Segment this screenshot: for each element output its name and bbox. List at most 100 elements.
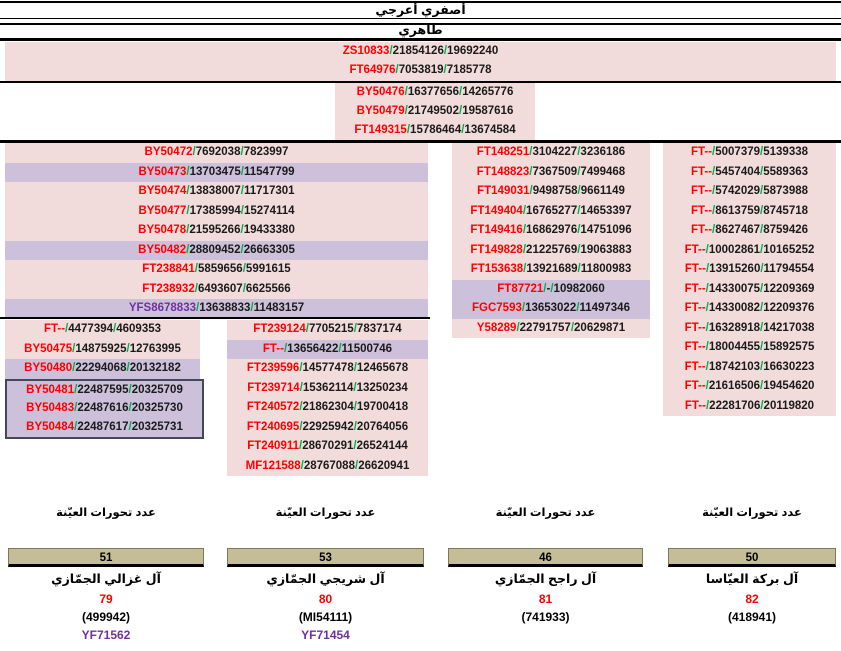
variant-row: FT--/14330082/12209376 (663, 299, 836, 319)
slash: / (72, 342, 76, 355)
slash: / (299, 401, 303, 413)
variant-id: FT-- (684, 399, 706, 412)
variant-pos-1: 22925942 (302, 420, 354, 433)
variant-pos-1: 15362114 (302, 381, 354, 394)
slash: / (299, 362, 303, 374)
variant-id: Y58289 (476, 321, 517, 334)
variant-id: FT-- (684, 282, 706, 295)
variant-id: BY50474 (138, 185, 187, 197)
slash: / (577, 243, 581, 256)
variant-pos-1: 22487616 (77, 402, 129, 415)
variant-id: FT-- (684, 360, 706, 373)
slash: / (389, 44, 393, 57)
slash: / (570, 321, 575, 334)
variant-row: BY50481/22487595/20325709 (7, 381, 202, 400)
slash: / (705, 380, 709, 392)
slash: / (760, 146, 764, 158)
variant-id: FT-- (690, 224, 713, 236)
variant-row: YFS8678833/13638833/11483157 (5, 299, 428, 319)
variant-pos-1: 8613759 (715, 204, 761, 217)
variant-id: FT238932 (142, 282, 195, 295)
variant-row: Y58289/22791757/20629871 (452, 318, 650, 338)
variant-pos-2: 10165252 (763, 243, 815, 256)
slash: / (705, 399, 710, 412)
slash: / (577, 263, 581, 275)
slash: / (353, 420, 357, 433)
variant-id: FT-- (684, 243, 706, 256)
variant-pos-2: 16630223 (763, 360, 815, 373)
slash: / (705, 243, 709, 256)
slash: / (522, 204, 527, 217)
variant-pos-1: 21616506 (708, 380, 761, 392)
variant-pos-1: 22487595 (77, 383, 129, 396)
variant-pos-2: 19692240 (447, 44, 499, 57)
slash: / (240, 146, 244, 158)
variant-pos-1: 5742029 (715, 185, 761, 197)
variant-pos-1: 14330082 (708, 302, 761, 314)
variant-row: FT149416/16862976/14751096 (452, 221, 650, 241)
slash: / (240, 185, 244, 197)
variant-pos-1: 21595266 (189, 224, 241, 236)
slash: / (712, 185, 716, 197)
slash: / (240, 243, 244, 256)
slash: / (521, 302, 526, 314)
slash: / (705, 302, 709, 314)
variant-row: FT239714/15362114/13250234 (227, 378, 428, 398)
variant-pos-2: 7499468 (580, 165, 626, 178)
sample-group-4: عدد تحورات العيّنة 50 آل بركة العيّاسا 8… (668, 505, 836, 650)
slash: / (712, 146, 716, 158)
variant-pos-2: 19454620 (763, 380, 815, 392)
top-border-line (0, 1, 841, 3)
family-name: آل غزالي الجمّازي (51, 572, 161, 586)
variant-pos-1: 13915260 (709, 263, 761, 275)
slash: / (760, 165, 764, 178)
slash: / (186, 224, 190, 236)
variant-id: FT149031 (477, 185, 530, 197)
slash: / (705, 341, 709, 353)
variant-id: FT240695 (246, 420, 300, 433)
variant-row: ZS10833/21854126/19692240 (5, 42, 836, 62)
variant-id: FT-- (43, 323, 66, 335)
slash: / (712, 224, 716, 236)
slash: / (186, 185, 190, 197)
slash: / (516, 321, 520, 334)
variant-row: BY50484/22487617/20325731 (7, 418, 202, 437)
variant-pos-1: 28767088 (303, 459, 355, 472)
variant-pos-1: 13838007 (189, 185, 241, 197)
variant-pos-2: 4609353 (116, 323, 162, 335)
variant-pos-2: 8759426 (763, 224, 809, 236)
slash: / (186, 243, 190, 256)
variant-pos-1: 16328918 (708, 321, 761, 334)
variant-pos-2: 19063883 (580, 243, 632, 256)
variant-id: FT240572 (246, 401, 300, 413)
variant-pos-2: 12763995 (129, 342, 181, 355)
variant-pos-1: 16765277 (526, 204, 578, 217)
slash: / (72, 362, 76, 374)
variant-row: BY50474/13838007/11717301 (5, 182, 428, 202)
sample-number: 80 (318, 592, 333, 606)
slash: / (712, 204, 716, 217)
yfull-id: YF71454 (301, 628, 350, 642)
mutation-count-label: عدد تحورات العيّنة (56, 507, 156, 519)
variant-id: FT148251 (476, 146, 530, 158)
variant-row: BY50473/13703475/11547799 (5, 162, 428, 182)
mutation-count-value: 46 (448, 548, 643, 567)
kit-number: (MI54111) (298, 610, 353, 624)
mutation-count-label: عدد تحورات العيّنة (495, 507, 596, 519)
variant-row: FT--/8627467/8759426 (663, 221, 836, 241)
slash: / (240, 224, 244, 236)
slash: / (353, 401, 357, 413)
slash: / (353, 381, 357, 394)
variant-id: BY50476 (356, 86, 405, 98)
slash: / (760, 399, 764, 412)
slash: / (443, 44, 448, 57)
variant-pos-2: 11497346 (579, 302, 630, 314)
variant-pos-2: 7837174 (356, 323, 402, 335)
slash: / (305, 323, 309, 335)
variant-id: BY50481 (26, 383, 75, 396)
variant-row: FT64976/7053819/7185778 (5, 61, 836, 81)
variant-pos-1: 22294068 (75, 362, 127, 374)
clan-header-2: طاهري (398, 23, 443, 37)
